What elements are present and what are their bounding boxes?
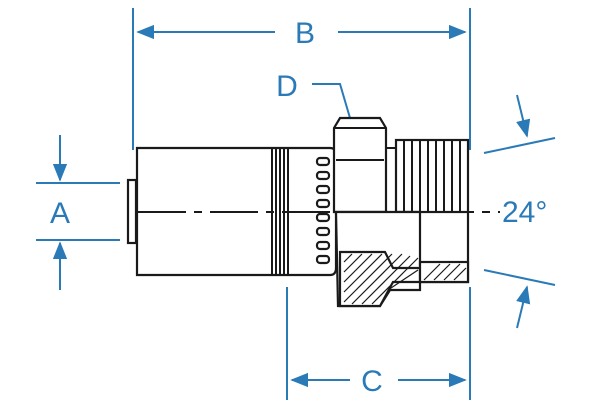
thread-section	[394, 138, 470, 214]
angle-24: 24°	[483, 94, 556, 329]
dimension-c: C	[286, 287, 471, 400]
dimension-a-label: A	[50, 197, 70, 230]
angle-arrow-top	[516, 94, 531, 138]
thread-lines	[403, 140, 461, 212]
dimension-d-label: D	[276, 70, 298, 103]
dimension-c-label: C	[361, 365, 383, 398]
male-end-cross-section	[418, 260, 470, 284]
angle-label: 24°	[502, 196, 547, 229]
dimension-a: A	[36, 135, 120, 290]
hose-end-stub	[126, 178, 138, 245]
hex-nut	[332, 116, 388, 214]
angle-arrow-bottom	[516, 285, 531, 329]
dimension-b-label: B	[295, 17, 315, 50]
dimension-b: B	[132, 8, 471, 150]
angle-line-bottom	[483, 269, 556, 286]
crimp-dimples	[315, 156, 331, 265]
angle-line-top	[483, 137, 556, 154]
